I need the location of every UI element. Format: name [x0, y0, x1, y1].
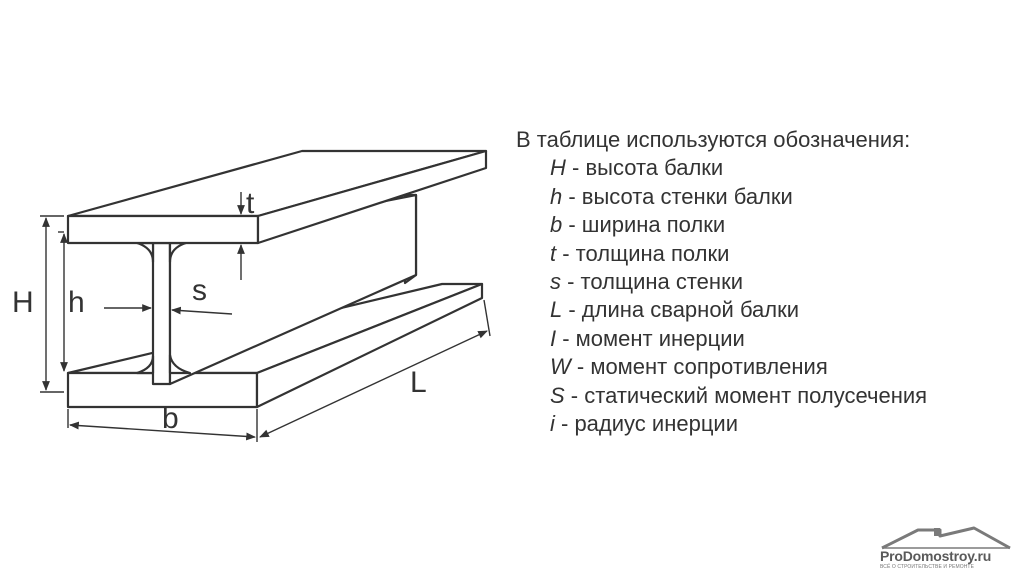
legend: В таблице используются обозначения: H - …	[516, 126, 927, 438]
dim-b-line	[69, 421, 256, 441]
legend-symbol: H	[550, 155, 566, 181]
legend-symbol: L	[550, 297, 563, 323]
beam-web-front	[151, 241, 172, 386]
legend-item: b - ширина полки	[550, 211, 927, 239]
legend-text: - статический момент полусечения	[564, 382, 928, 408]
web-fillet-bottom-right	[168, 353, 192, 375]
legend-item: L - длина сварной балки	[550, 296, 927, 324]
label-L: L	[410, 366, 427, 399]
legend-text: - длина сварной балки	[562, 297, 800, 323]
site-logo[interactable]: ProDomostroy.ru ВСЁ О СТРОИТЕЛЬСТВЕ И РЕ…	[878, 526, 1014, 572]
legend-text: - радиус инерции	[554, 411, 738, 437]
legend-item: i - радиус инерции	[550, 410, 927, 438]
web-fillet-top-right	[168, 241, 188, 264]
legend-symbol: W	[550, 354, 571, 380]
legend-text: - толщина стенки	[561, 269, 743, 295]
legend-item: H - высота балки	[550, 154, 927, 182]
dim-s-line-right	[171, 306, 233, 315]
legend-symbol: s	[550, 269, 561, 295]
legend-text: - высота балки	[565, 155, 724, 181]
legend-item: W - момент сопротивления	[550, 353, 927, 381]
legend-item: S - статический момент полусечения	[550, 382, 927, 410]
label-h: h	[68, 286, 85, 319]
legend-title: В таблице используются обозначения:	[516, 127, 911, 152]
legend-symbol: t	[550, 240, 557, 266]
legend-item: h - высота стенки балки	[550, 183, 927, 211]
legend-text: - момент инерции	[556, 325, 745, 351]
label-t: t	[246, 187, 255, 220]
legend-symbol: i	[550, 411, 555, 437]
logo-tagline: ВСЁ О СТРОИТЕЛЬСТВЕ И РЕМОНТЕ	[880, 564, 974, 570]
top-flange-front-face	[66, 214, 260, 245]
legend-list: H - высота балки h - высота стенки балки…	[516, 154, 927, 438]
i-beam	[66, 149, 488, 409]
label-b: b	[162, 402, 179, 435]
label-s: s	[192, 274, 207, 307]
legend-text: - толщина полки	[556, 240, 730, 266]
top-flange-side-face	[256, 149, 488, 245]
legend-text: - ширина полки	[562, 212, 726, 238]
house-roof-icon	[881, 526, 1011, 550]
dimension-lines	[40, 192, 491, 442]
logo-name: ProDomostroy.ru	[880, 548, 992, 564]
web-fillet-top-left	[135, 241, 155, 264]
legend-text: - момент сопротивления	[570, 354, 828, 380]
legend-symbol: b	[550, 212, 563, 238]
legend-symbol: I	[550, 325, 557, 351]
legend-item: t - толщина полки	[550, 240, 927, 268]
legend-symbol: S	[550, 382, 565, 408]
legend-symbol: h	[550, 183, 563, 209]
legend-item: s - толщина стенки	[550, 268, 927, 296]
web-fillet-bottom-left	[135, 354, 155, 375]
dim-L-line	[259, 330, 488, 438]
legend-text: - высота стенки балки	[562, 183, 793, 209]
legend-item: I - момент инерции	[550, 325, 927, 353]
label-H: H	[12, 286, 34, 319]
